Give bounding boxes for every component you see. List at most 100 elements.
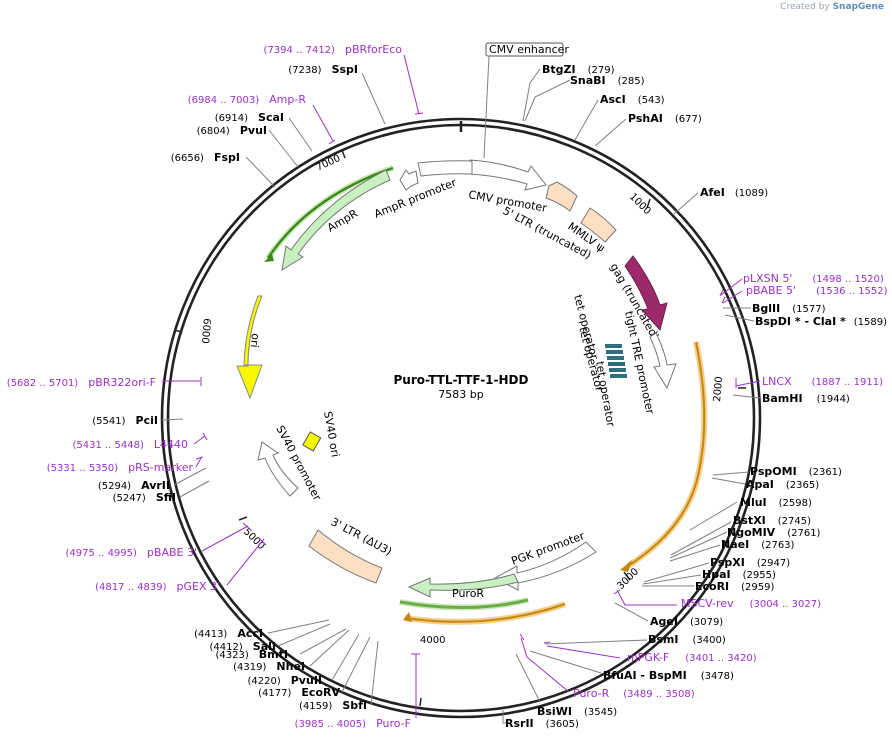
enzyme-name: MluI bbox=[740, 496, 767, 509]
leader-l4440 bbox=[193, 435, 206, 445]
leader-puro-r bbox=[520, 637, 570, 693]
leader-ngomiv bbox=[669, 531, 728, 559]
mark-pbabe3 bbox=[242, 522, 252, 531]
primer-l4440: (5431 .. 5448)L4440 bbox=[72, 438, 188, 451]
primer-name: pBABE 3' bbox=[147, 546, 197, 559]
enzyme-ecori: EcoRI(2959) bbox=[695, 580, 775, 593]
leader-bmti bbox=[299, 628, 347, 655]
enzyme-name: PspOMI bbox=[750, 465, 797, 478]
feature-ampr bbox=[281, 169, 391, 272]
enzyme-pspomi: PspOMI(2361) bbox=[750, 465, 842, 478]
leader-sali bbox=[277, 623, 331, 647]
leader-pgex3 bbox=[226, 538, 265, 586]
feature-ampr-track-head bbox=[264, 254, 274, 262]
mark-mscv-rev bbox=[613, 589, 621, 595]
primer-range: (3401 .. 3420) bbox=[685, 653, 757, 664]
label-puror: PuroR bbox=[452, 587, 484, 600]
enzyme-pos: (4220) bbox=[247, 676, 280, 687]
feature-puror-track-halo bbox=[399, 597, 529, 611]
feature-sv40-ori bbox=[302, 431, 322, 452]
leader-afei bbox=[673, 192, 699, 215]
feature-tight-tre bbox=[649, 332, 677, 390]
mark-amp-r bbox=[328, 139, 336, 145]
primer-pgex3: (4817 .. 4839)pGEX 3' bbox=[95, 580, 220, 593]
primer-plxsn5: pLXSN 5'(1498 .. 1520) bbox=[743, 272, 884, 285]
enzyme-pos: (1577) bbox=[792, 304, 825, 315]
enzyme-name: BglII bbox=[752, 302, 780, 315]
enzyme-ngomiv: NgoMIV(2761) bbox=[727, 526, 821, 539]
enzyme-name: AscI bbox=[600, 93, 626, 106]
tet-operator-2 bbox=[606, 350, 623, 354]
feature-cmv-promoter bbox=[469, 159, 547, 191]
primer-pbabe5: pBABE 5'(1536 .. 1552) bbox=[746, 284, 888, 297]
primer-range: (3004 .. 3027) bbox=[750, 599, 822, 610]
primer-puro-f: (3985 .. 4005)Puro-F bbox=[295, 717, 411, 730]
enzyme-pos: (1944) bbox=[817, 394, 850, 405]
enzyme-pos: (3545) bbox=[584, 707, 617, 718]
primer-range: (3985 .. 4005) bbox=[295, 719, 367, 730]
enzyme-name: SnaBI bbox=[570, 74, 606, 87]
enzyme-pos: (1089) bbox=[735, 188, 768, 199]
enzyme-name: PvuII bbox=[291, 674, 322, 687]
enzyme-pcii: (5541)PciI bbox=[92, 414, 158, 427]
enzyme-pos: (4412) bbox=[210, 642, 243, 653]
enzyme-name: AccI bbox=[237, 627, 263, 640]
plasmid-name: Puro-TTL-TTF-1-HDD bbox=[394, 373, 529, 387]
mark-mpgk-f bbox=[543, 641, 551, 644]
enzyme-name: BsmI bbox=[648, 633, 679, 646]
mark-puro-r bbox=[519, 633, 525, 641]
tick-4000 bbox=[419, 697, 422, 707]
enzyme-pos: (6914) bbox=[215, 113, 248, 124]
orange-track-bottom-core bbox=[404, 603, 566, 623]
enzyme-name: PspXI bbox=[710, 556, 745, 569]
enzyme-name: AgeI bbox=[650, 615, 678, 628]
enzyme-name: AfeI bbox=[700, 186, 725, 199]
primer-puro-r: Puro-R(3489 .. 3508) bbox=[573, 687, 695, 700]
tet-operator-4 bbox=[608, 362, 625, 366]
enzyme-bspdi-clai: BspDI * - ClaI *(1589) bbox=[755, 315, 887, 328]
backbone-outer bbox=[160, 117, 762, 719]
leader-amp-r bbox=[312, 104, 334, 142]
enzyme-asci: AscI (543) bbox=[600, 93, 665, 106]
primer-name: pLXSN 5' bbox=[743, 272, 792, 285]
enzyme-bsiwi: BsiWI(3545) bbox=[537, 705, 617, 718]
enzyme-pspxi: PspXI(2947) bbox=[710, 556, 790, 569]
enzyme-bamhi: BamHI(1944) bbox=[762, 392, 850, 405]
cmv-enhancer-leader bbox=[483, 55, 490, 159]
tet-operator-1 bbox=[605, 344, 622, 348]
leader-bstxi bbox=[670, 521, 732, 556]
enzyme-pos: (5247) bbox=[113, 493, 146, 504]
feature-gag bbox=[624, 255, 668, 332]
enzyme-agei: AgeI (3079) bbox=[650, 615, 723, 628]
primer-range: (1887 .. 1911) bbox=[812, 377, 884, 388]
orange-track-right-head bbox=[620, 560, 632, 572]
leader-sbfi bbox=[370, 640, 379, 706]
leader-prs-marker bbox=[195, 457, 202, 468]
enzyme-afei: AfeI (1089) bbox=[700, 186, 768, 199]
enzyme-pos: (279) bbox=[588, 65, 615, 76]
enzyme-pos: (2598) bbox=[779, 498, 812, 509]
leader-pbabe3 bbox=[201, 525, 249, 552]
leader-acci bbox=[267, 619, 330, 634]
enzyme-pos: (677) bbox=[675, 114, 702, 125]
feature-ampr-promoter bbox=[399, 169, 419, 191]
leader-rsrii bbox=[502, 710, 510, 724]
mark-plxsn bbox=[719, 289, 724, 297]
enzyme-pos: (543) bbox=[638, 95, 665, 106]
enzyme-pos: (3400) bbox=[693, 635, 726, 646]
enzyme-pvuii: (4220) PvuII bbox=[247, 674, 322, 687]
feature-cmv-promoter-left bbox=[417, 160, 473, 177]
enzyme-pos: (3079) bbox=[690, 617, 723, 628]
leader-pvui bbox=[268, 129, 299, 168]
enzyme-name: SbfI bbox=[342, 699, 367, 712]
enzyme-name: NaeI bbox=[721, 538, 749, 551]
primer-range: (5682 .. 5701) bbox=[7, 378, 79, 389]
leader-mscv-rev bbox=[616, 589, 677, 606]
enzyme-bmti: (4323)BmtI bbox=[216, 648, 288, 661]
enzyme-labels: BtgZI(279) SnaBI(285) AscI(543) PshAI(67… bbox=[92, 63, 887, 730]
label-sv40-ori: SV40 ori bbox=[321, 410, 342, 458]
tet-operator-3 bbox=[607, 356, 624, 360]
orange-track-bottom-head bbox=[403, 612, 412, 622]
plasmid-length: 7583 bp bbox=[438, 388, 483, 401]
leader-mpgk-f bbox=[546, 645, 621, 659]
